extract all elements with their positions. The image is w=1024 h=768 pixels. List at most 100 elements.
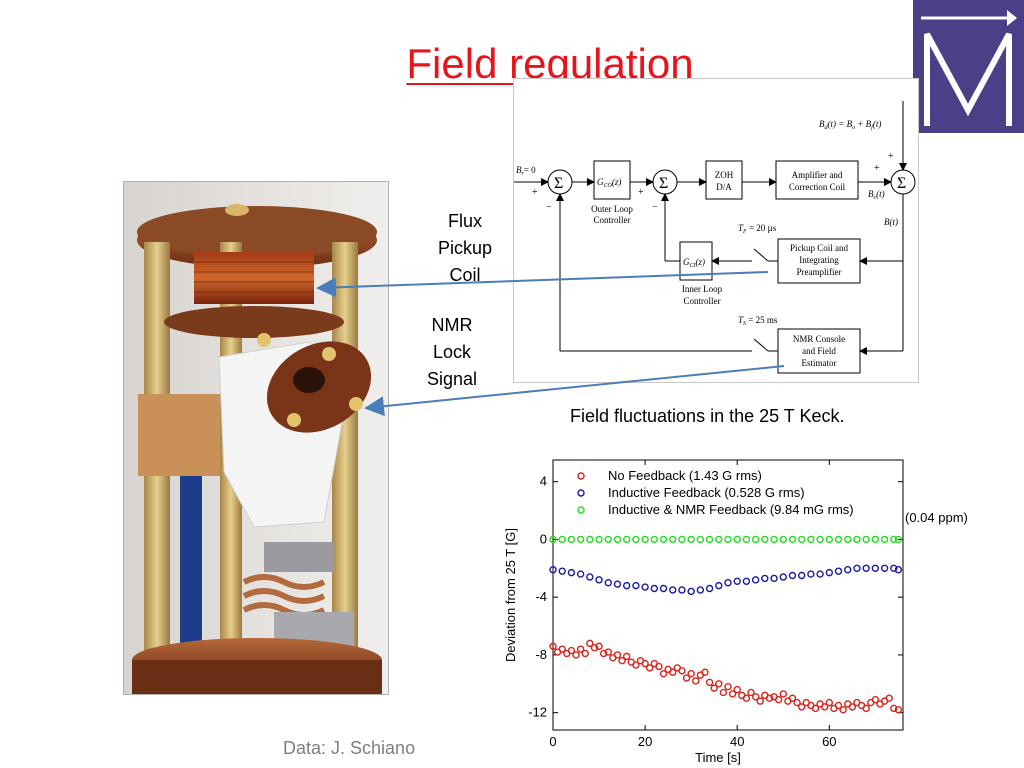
x-tick-label: 60	[822, 734, 836, 749]
chart-caption: Field fluctuations in the 25 T Keck.	[570, 406, 845, 426]
sum-junction-3: Σ	[897, 175, 906, 192]
data-point	[678, 586, 686, 594]
data-point	[549, 642, 557, 650]
data-point	[848, 703, 857, 711]
flux-pickup-coil-callout: Flux Pickup Coil	[425, 208, 505, 289]
data-point	[655, 662, 663, 671]
data-point	[807, 535, 815, 544]
legend-marker	[577, 472, 585, 480]
sign-label: +	[638, 187, 644, 198]
data-credit: Data: J. Schiano	[283, 738, 416, 758]
inner-loop-label: Controller	[684, 296, 721, 306]
university-logo	[913, 0, 1024, 133]
data-point	[853, 564, 861, 572]
data-point	[761, 535, 769, 544]
legend-entry: Inductive & NMR Feedback (9.84 mG rms)	[608, 502, 854, 517]
data-point	[549, 566, 557, 574]
legend-marker	[577, 489, 585, 497]
plot-frame	[552, 459, 904, 731]
data-point	[595, 576, 603, 584]
data-point	[576, 535, 585, 544]
data-point	[816, 570, 824, 578]
data-point	[807, 570, 815, 578]
data-point	[669, 586, 677, 594]
data-point	[885, 694, 893, 702]
data-point	[567, 568, 576, 577]
m-logo-icon	[921, 10, 1017, 126]
sum-junction-2: Σ	[659, 175, 668, 192]
data-point	[825, 535, 834, 544]
data-point	[715, 535, 723, 544]
data-point	[862, 535, 870, 544]
nmr-block-label: Estimator	[802, 358, 837, 368]
data-point	[779, 535, 787, 544]
data-point	[701, 668, 709, 676]
data-point	[724, 535, 732, 544]
data-point	[710, 684, 718, 692]
data-point	[724, 579, 732, 587]
sign-label: −	[652, 202, 658, 213]
nmr-lock-signal-callout: NMR Lock Signal	[412, 312, 492, 393]
data-point	[558, 567, 566, 575]
data-point	[728, 690, 737, 698]
sample-time-fast: TF = 20 µs	[738, 223, 777, 235]
data-point	[890, 564, 898, 572]
data-point	[825, 568, 834, 577]
data-point	[816, 535, 824, 544]
amplifier-label: Correction Coil	[789, 182, 846, 192]
data-point	[650, 584, 659, 593]
sign-label: +	[888, 151, 894, 162]
data-point	[618, 656, 626, 665]
reference-input-label: Br= 0	[516, 165, 536, 177]
data-point	[844, 566, 852, 574]
sign-label: +	[874, 163, 880, 174]
data-point	[678, 535, 686, 544]
data-point	[586, 639, 594, 648]
data-point	[632, 535, 640, 544]
data-point	[862, 564, 870, 572]
x-axis-label: Time [s]	[695, 750, 741, 765]
data-point	[590, 644, 599, 652]
data-point	[622, 535, 631, 544]
data-point	[761, 574, 769, 583]
data-point	[751, 693, 760, 701]
data-point	[894, 535, 903, 544]
data-point	[834, 701, 843, 710]
data-point	[687, 669, 695, 678]
data-point	[682, 674, 691, 682]
data-point	[821, 703, 829, 711]
callout-line: Flux	[447, 211, 482, 231]
pickup-block-label: Integrating	[799, 255, 839, 265]
legend-entry: No Feedback (1.43 G rms)	[608, 468, 762, 483]
data-point	[659, 669, 668, 678]
data-point	[724, 682, 732, 691]
x-tick-label: 40	[730, 734, 744, 749]
data-point	[871, 564, 880, 572]
data-point	[880, 535, 889, 544]
data-point	[894, 566, 903, 574]
legend-marker	[577, 506, 585, 514]
data-point	[853, 535, 861, 544]
data-point	[687, 587, 695, 596]
sample-time-slow: TS = 25 ms	[738, 315, 778, 327]
callout-line: Pickup	[437, 238, 493, 258]
data-point	[733, 577, 741, 585]
disturbance-label: Bd(t) = Bo + Bf(t)	[819, 119, 881, 131]
pickup-block-label: Pickup Coil and	[790, 243, 848, 253]
data-point	[641, 659, 649, 668]
data-point	[558, 645, 566, 653]
data-point	[599, 649, 608, 658]
data-point	[705, 584, 714, 593]
data-point	[747, 688, 755, 697]
y-tick-label: -12	[528, 705, 547, 720]
data-point	[572, 651, 580, 659]
outer-controller-tf: GCO(z)	[597, 177, 621, 189]
data-point	[622, 652, 631, 661]
data-point	[705, 535, 714, 544]
y-tick-label: 4	[540, 474, 547, 489]
data-point	[742, 694, 751, 702]
data-point	[715, 680, 723, 688]
outer-loop-label: Controller	[594, 215, 631, 225]
data-point	[613, 535, 622, 544]
data-point	[862, 704, 870, 713]
